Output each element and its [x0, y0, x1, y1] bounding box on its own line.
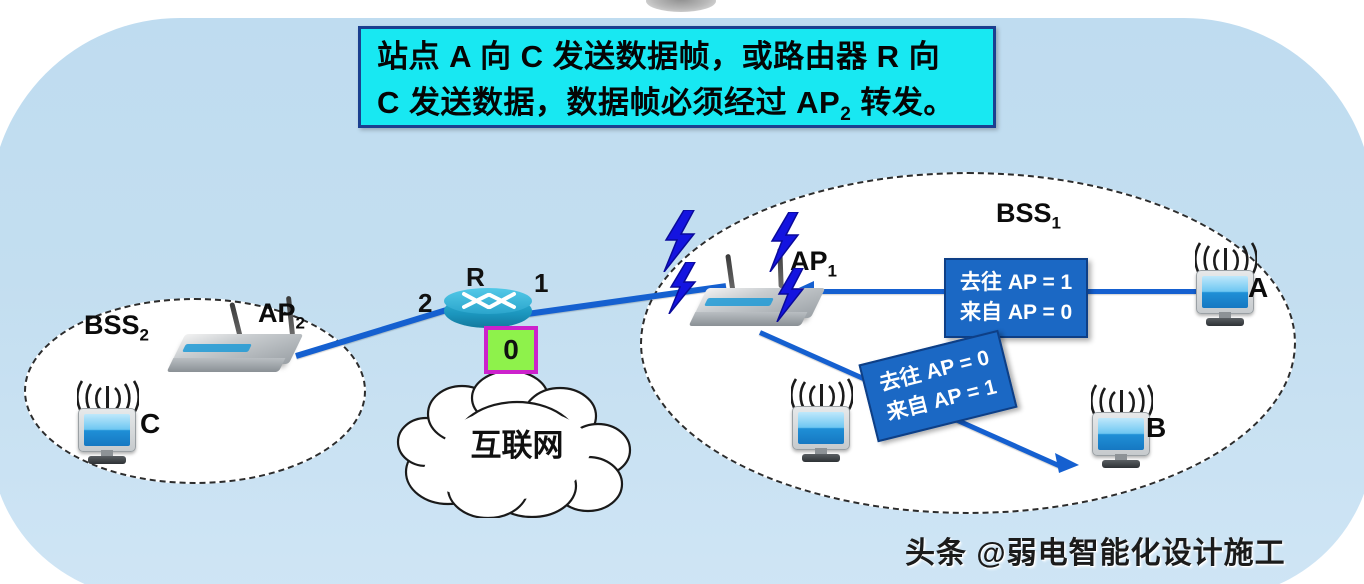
ap2-label-subscript: 2: [295, 313, 305, 333]
title-line-2-a: C 发送数据，数据帧必须经过 AP: [377, 85, 841, 120]
station-c-screen: [84, 414, 130, 446]
ap2-front-panel: [166, 358, 286, 372]
title-line-2: C 发送数据，数据帧必须经过 AP2 转发。: [377, 81, 987, 137]
internet-cloud: 互联网: [392, 368, 642, 518]
station-unlabeled-screen: [798, 412, 844, 444]
bss2-coverage-area: [24, 298, 366, 484]
station-unlabeled-stand-base: [802, 454, 840, 462]
station-b-antenna: [1120, 390, 1123, 414]
title-line-1: 站点 A 向 C 发送数据帧，或路由器 R 向: [377, 39, 941, 74]
station-a-screen: [1202, 276, 1248, 308]
title-line-2-subscript: 2: [840, 104, 852, 126]
station-unlabeled[interactable]: [786, 378, 856, 464]
station-a-stand-neck: [1219, 312, 1231, 320]
station-unlabeled-antenna: [820, 384, 823, 408]
station-a-label: A: [1248, 272, 1269, 303]
bss1-label-subscript: 1: [1051, 213, 1061, 233]
bss1-label: BSS1: [996, 198, 1061, 233]
frame-tag-a-to-ap1: 去往 AP = 1 来自 AP = 0: [944, 258, 1089, 338]
station-c-stand-base: [88, 456, 126, 464]
router-name-label: R: [466, 262, 485, 292]
ap2-label: AP2: [258, 298, 305, 333]
ap2-led-strip: [182, 344, 252, 352]
bss1-label-text: BSS: [996, 198, 1052, 228]
station-a[interactable]: [1190, 242, 1260, 328]
watermark-text: 头条 @弱电智能化设计施工: [905, 537, 1286, 570]
wireless-bolt-icon-1: [663, 210, 696, 272]
router-top: [444, 288, 532, 314]
wireless-bolt-icon-4: [776, 268, 805, 322]
station-c-antenna: [106, 386, 109, 410]
wireless-bolt-icon-2: [668, 262, 697, 314]
arrowhead-to-b: [1055, 453, 1079, 473]
title-banner: 站点 A 向 C 发送数据帧，或路由器 R 向 C 发送数据，数据帧必须经过 A…: [358, 26, 996, 128]
router-port-0-box: 0: [484, 326, 538, 374]
camera-notch-decoration: [646, 0, 716, 12]
ap1-label-subscript: 1: [827, 261, 837, 281]
router-port-2-label: 2: [418, 288, 433, 318]
cloud-label: 互联网: [470, 428, 564, 463]
station-c-stand-neck: [101, 450, 113, 458]
ap2-label-text: AP: [258, 298, 296, 328]
station-b-stand-neck: [1115, 454, 1127, 462]
station-a-stand-base: [1206, 318, 1244, 326]
title-line-2-b: 转发。: [851, 85, 955, 120]
frame-tag-1-line-1: 去往 AP = 1: [960, 271, 1073, 294]
station-c-label: C: [140, 408, 161, 439]
ap1-led-strip: [704, 298, 774, 306]
cloud-shape-icon: [396, 369, 632, 518]
station-b-stand-base: [1102, 460, 1140, 468]
router-arrows-icon: [462, 292, 516, 309]
station-b-screen: [1098, 418, 1144, 450]
wireless-bolt-icon-3: [769, 212, 800, 272]
station-unlabeled-stand-neck: [815, 448, 827, 456]
station-b[interactable]: [1086, 384, 1156, 470]
bss2-label-subscript: 2: [139, 325, 149, 345]
frame-tag-1-line-2: 来自 AP = 0: [960, 301, 1073, 324]
station-a-antenna: [1224, 248, 1227, 272]
station-c[interactable]: [72, 380, 142, 466]
station-b-label: B: [1146, 412, 1167, 443]
router-port-1-label: 1: [534, 268, 549, 298]
router-r[interactable]: [444, 288, 532, 334]
bss2-label-text: BSS: [84, 310, 140, 340]
bss2-label: BSS2: [84, 310, 149, 345]
